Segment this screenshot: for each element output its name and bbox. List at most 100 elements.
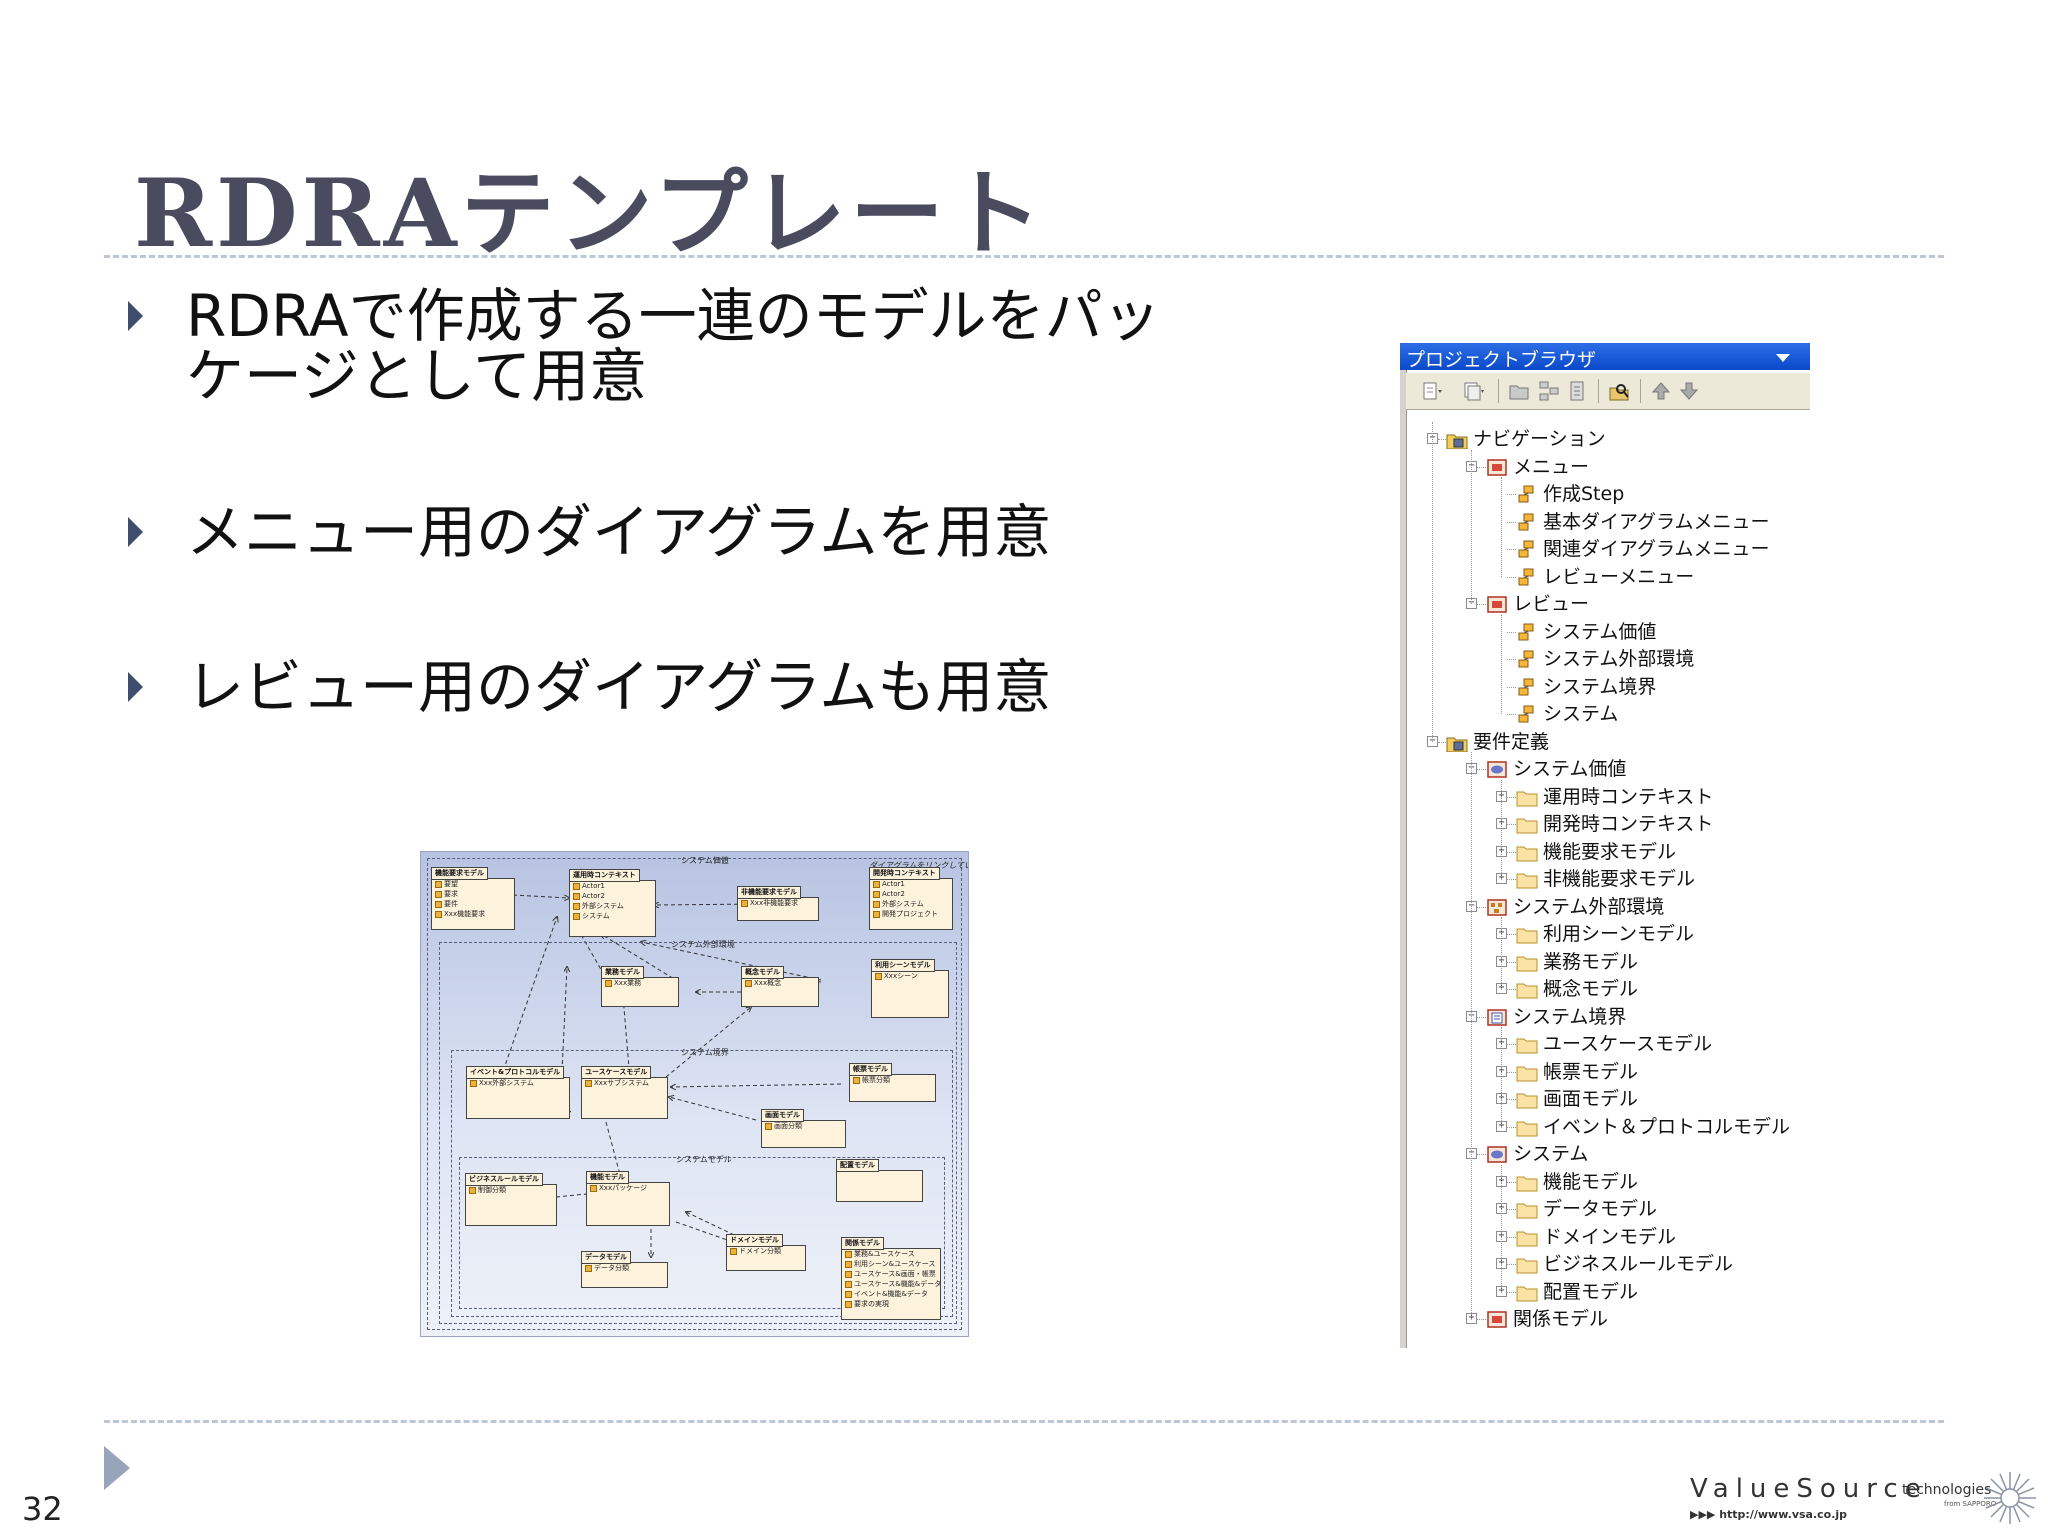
tree-item[interactable]: +データモデル <box>1400 1198 1810 1220</box>
tree-item[interactable]: システム <box>1400 703 1810 725</box>
tree-connector <box>1507 1209 1516 1210</box>
tree-item-label: 利用シーンモデル <box>1543 923 1695 945</box>
package-item: ドメイン分類 <box>727 1246 805 1256</box>
folder-icon <box>1516 983 1538 999</box>
tree-item[interactable]: +業務モデル <box>1400 951 1810 973</box>
tree-item[interactable]: +ドメインモデル <box>1400 1226 1810 1248</box>
diagram-node-icon <box>1518 705 1534 723</box>
frame-system-model <box>459 1157 945 1309</box>
folder-icon <box>1516 791 1538 806</box>
tree-connector <box>1507 1071 1516 1073</box>
tree-guide-line <box>1501 917 1502 989</box>
tree-item-label: システム外部環境 <box>1543 648 1695 670</box>
new-diagram-icon[interactable] <box>1420 380 1442 402</box>
folder-icon <box>1516 846 1538 861</box>
tree-connector <box>1507 1236 1516 1238</box>
tree-connector <box>1507 521 1516 523</box>
move-down-icon[interactable] <box>1678 380 1700 402</box>
package-item: ユースケース&機能&データ <box>842 1279 941 1289</box>
tree-item[interactable]: 基本ダイアグラムメニュー <box>1400 511 1810 533</box>
move-up-icon[interactable] <box>1650 380 1672 402</box>
package-item: Xxx非機能要求 <box>738 898 818 908</box>
tree-item[interactable]: システム価値 <box>1400 621 1810 643</box>
tree-guide-line <box>1501 779 1502 879</box>
tree-item[interactable]: +非機能要求モデル <box>1400 868 1810 890</box>
package-item: Xxx業務 <box>602 978 678 988</box>
tree-connector <box>1477 906 1486 908</box>
tree-item[interactable]: −システム価値 <box>1400 758 1810 780</box>
tree-item[interactable]: +帳票モデル <box>1400 1061 1810 1083</box>
tree-item-label: 概念モデル <box>1543 978 1639 1000</box>
package: 業務モデル Xxx業務 <box>601 966 679 1007</box>
tree-item[interactable]: +利用シーンモデル <box>1400 923 1810 945</box>
package: 関係モデル 業務&ユースケース 利用シーン&ユースケース ユースケース&画面・帳… <box>841 1237 941 1320</box>
package-name: 関係モデル <box>841 1237 884 1250</box>
tree-item-label: 画面モデル <box>1543 1088 1639 1110</box>
tree-guide-line <box>1501 1164 1502 1292</box>
hierarchy-icon[interactable] <box>1538 380 1560 402</box>
tree-item[interactable]: +運用時コンテキスト <box>1400 786 1810 808</box>
diagram-node-icon <box>1518 568 1534 585</box>
tree-item-label: 機能モデル <box>1543 1170 1639 1193</box>
tree-item[interactable]: システム外部環境 <box>1400 648 1810 670</box>
tree-item[interactable]: +画面モデル <box>1400 1088 1810 1110</box>
tree-item[interactable]: −システム <box>1400 1143 1810 1165</box>
tree-connector <box>1477 466 1486 468</box>
tree-item[interactable]: +ビジネスルールモデル <box>1400 1253 1810 1275</box>
rdra-package-diagram: システム価値 ダイアグラムをリンクしています システム外部環境 システム境界 シ… <box>420 851 969 1337</box>
tree-item[interactable]: +機能モデル <box>1400 1171 1810 1193</box>
package-name: 開発時コンテキスト <box>869 867 940 880</box>
tree-item[interactable]: +配置モデル <box>1400 1281 1810 1303</box>
tree-item[interactable]: −メニュー <box>1400 456 1810 478</box>
package-item: 外部システム <box>870 899 952 909</box>
package-item: Actor1 <box>570 881 655 891</box>
folder-icon <box>1516 1093 1538 1109</box>
tree-item[interactable]: +関係モデル <box>1400 1308 1810 1330</box>
document-icon[interactable] <box>1566 380 1588 402</box>
folder-icon <box>1516 1038 1538 1054</box>
tree-item-label: 帳票モデル <box>1543 1060 1639 1083</box>
globe-view-icon <box>1487 1146 1507 1163</box>
package-name: ドメインモデル <box>726 1234 783 1247</box>
package-item: 業務&ユースケース <box>842 1249 940 1259</box>
folder-icon[interactable] <box>1508 380 1530 402</box>
tree-item[interactable]: システム境界 <box>1400 676 1810 698</box>
tree-item[interactable]: レビューメニュー <box>1400 566 1810 588</box>
tree-connector <box>1438 439 1446 440</box>
tree-connector <box>1507 549 1516 550</box>
tree-item[interactable]: +イベント＆プロトコルモデル <box>1400 1116 1810 1138</box>
project-browser-toolbar <box>1406 373 1810 410</box>
package-item: Xxxシーン <box>872 971 948 981</box>
tree-item[interactable]: +機能要求モデル <box>1400 841 1810 863</box>
tree-item[interactable]: −システム外部環境 <box>1400 896 1810 918</box>
tree-item[interactable]: 作成Step <box>1400 483 1810 505</box>
tree-connector <box>1477 1154 1486 1155</box>
package-item: Xxx外部システム <box>467 1078 569 1088</box>
list-view-icon <box>1487 1008 1507 1026</box>
tree-item-label: レビュー <box>1513 593 1590 615</box>
package-item: Xxx概念 <box>742 978 818 988</box>
tree-connector <box>1507 659 1516 660</box>
tree-item[interactable]: −レビュー <box>1400 593 1810 615</box>
tree-guide-line <box>1471 752 1472 1319</box>
diagram-node-icon <box>1518 540 1534 558</box>
tree-item[interactable]: −ナビゲーション <box>1400 428 1810 450</box>
tree-connector <box>1507 879 1516 880</box>
tree-item-label: 非機能要求モデル <box>1543 868 1696 890</box>
tree-item[interactable]: −要件定義 <box>1400 731 1810 753</box>
toolbar-separator <box>1598 379 1599 403</box>
tree-item[interactable]: −システム境界 <box>1400 1006 1810 1028</box>
dropdown-arrow-icon[interactable] <box>1776 354 1790 362</box>
tree-item[interactable]: +概念モデル <box>1400 978 1810 1000</box>
find-icon[interactable] <box>1608 380 1630 402</box>
bullet-2: メニュー用のダイアグラムを用意 <box>186 498 1052 566</box>
package-folder-icon <box>1446 434 1468 449</box>
project-browser-title: プロジェクトブラウザ <box>1406 349 1597 371</box>
tree-item-label: ドメインモデル <box>1543 1225 1677 1248</box>
package-name: 画面モデル <box>761 1109 804 1122</box>
tree-item[interactable]: +開発時コンテキスト <box>1400 813 1810 835</box>
package-item: 要件 <box>432 899 514 909</box>
tree-item[interactable]: +ユースケースモデル <box>1400 1033 1810 1055</box>
new-element-icon[interactable] <box>1462 380 1484 402</box>
tree-item[interactable]: 関連ダイアグラムメニュー <box>1400 538 1810 560</box>
